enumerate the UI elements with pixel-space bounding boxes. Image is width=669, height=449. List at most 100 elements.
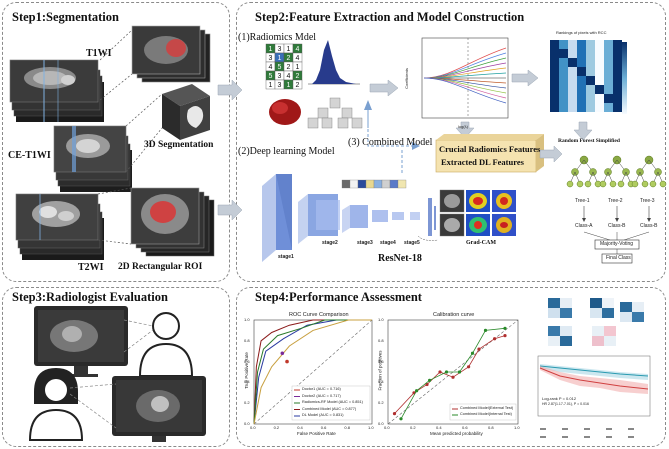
heatmap-cell <box>559 58 568 67</box>
roc-legend-label: DL Model (AUC = 0.831) <box>302 413 344 417</box>
arrow-to-features-box <box>455 121 475 139</box>
roc-curve <box>253 319 372 425</box>
heatmap-cell <box>613 49 622 58</box>
matrix-value: 1 <box>269 82 273 89</box>
grad-cam-images <box>439 189 516 237</box>
matrix-value: 2 <box>296 73 300 80</box>
roc-curve <box>253 319 372 425</box>
arrow-to-radiomics <box>217 79 243 101</box>
lasso-coefficient-plot <box>421 37 509 119</box>
heatmap-cell <box>559 40 568 49</box>
roc-legend-label: Doctor2 (AUC = 0.717) <box>302 393 341 398</box>
roc-x-tick: 0.8 <box>344 425 350 430</box>
heatmap-cell <box>568 67 577 76</box>
heatmap-cell <box>550 67 559 76</box>
tree-node <box>566 180 574 188</box>
cal-y-tick: 0.8 <box>378 337 384 343</box>
final-class-label: Final Class <box>606 255 631 261</box>
tree-node <box>617 180 625 188</box>
roc-x-tick: 0.0 <box>250 425 256 430</box>
heatmap-cell <box>577 103 586 112</box>
heatmap-cell <box>604 67 613 76</box>
roc-y-tick: 1.0 <box>244 317 250 322</box>
heatmap-cell <box>568 103 577 112</box>
heatmap-cell <box>604 58 613 67</box>
cal-title: Calibration curve <box>433 312 475 318</box>
cal-internal-point <box>470 351 475 355</box>
doctor1-point <box>285 359 289 364</box>
km-hr-label: HR 2.87(1.17-7.01), P = 0.016 <box>542 402 589 406</box>
dl-feature-vector-strip <box>341 179 407 189</box>
roc-xlabel: False Positive Rate <box>297 431 336 436</box>
arrow-to-deep-learning <box>217 199 243 221</box>
heatmap-cell <box>604 94 613 103</box>
2d-roi-stack <box>130 187 215 257</box>
roc-legend-label: Combined Model (AUC = 0.877) <box>302 406 357 411</box>
resnet-architecture <box>262 174 436 262</box>
step3-title: Step3:Radiologist Evaluation <box>12 290 168 304</box>
calibration-chart <box>387 319 519 425</box>
tumor-3d-model <box>269 99 301 125</box>
radiologist-male-icon <box>138 312 194 377</box>
tree-label: Tree-1 <box>575 198 590 204</box>
feature-cell <box>397 179 407 189</box>
heatmap-cell <box>586 85 595 94</box>
cal-external-point <box>451 375 455 379</box>
tree-label: Tree-2 <box>608 198 623 204</box>
arrow-features-to-rf <box>539 145 563 163</box>
cal-external-point <box>438 370 442 374</box>
heatmap-cell <box>604 76 613 85</box>
roc-chart <box>253 319 373 425</box>
heatmap-cell <box>586 58 595 67</box>
cal-internal-point <box>428 378 432 382</box>
label-crucial-features: Crucial Radiomics Features <box>439 144 541 154</box>
cal-internal-point <box>457 370 462 374</box>
heatmap-cell <box>559 103 568 112</box>
random-forest-diagram <box>566 155 667 264</box>
label-resnet18: ResNet-18 <box>378 253 422 264</box>
label-random-forest: Random Forest Simplified <box>558 138 620 144</box>
t1wi-image-stack <box>9 59 104 122</box>
cal-legend-label: Combined Model(Internal Test) <box>460 412 512 416</box>
tree-node <box>584 180 592 188</box>
stage-label: stage4 <box>380 240 396 246</box>
heatmap-cell <box>559 49 568 58</box>
heatmap-cell <box>577 49 586 58</box>
cal-internal-point <box>503 326 507 330</box>
step3-panel <box>2 287 230 447</box>
matrix-value: 3 <box>269 55 273 62</box>
lasso-path <box>423 77 507 104</box>
cal-y-tick: 0.4 <box>378 379 384 385</box>
kaplan-meier-plot <box>537 355 651 438</box>
cal-internal-point <box>399 417 403 421</box>
heatmap-cell <box>613 94 622 103</box>
tree-node <box>631 180 639 188</box>
label-ce-t1wi: CE-T1WI <box>8 150 51 161</box>
class-label: Class-A <box>575 223 593 229</box>
heatmap-cell <box>550 103 559 112</box>
heatmap-cell <box>577 67 586 76</box>
heatmap-cell <box>568 85 577 94</box>
heatmap-cell <box>613 58 622 67</box>
cal-y-tick: 0.6 <box>378 358 384 364</box>
heatmap-cell <box>550 40 559 49</box>
cal-x-tick: 1.0 <box>514 425 520 430</box>
step2-title: Step2:Feature Extraction and Model Const… <box>255 10 525 24</box>
label-3d-segmentation: 3D Segmentation <box>144 140 214 150</box>
label-t1wi: T1WI <box>86 48 112 59</box>
heatmap-cell <box>577 94 586 103</box>
label-2d-roi: 2D Rectangular ROI <box>118 262 203 272</box>
cal-y-tick: 0.2 <box>378 400 384 406</box>
cal-external-point <box>392 412 397 416</box>
heatmap-cell <box>613 103 622 112</box>
heatmap-cell <box>559 76 568 85</box>
t2wi-image-stack <box>15 193 104 260</box>
roc-y-tick: 0.6 <box>244 358 250 364</box>
roc-legend-label: Doctor1 (AUC = 0.716) <box>302 387 341 391</box>
tree-node <box>599 180 607 188</box>
heatmap-cell <box>604 85 613 94</box>
